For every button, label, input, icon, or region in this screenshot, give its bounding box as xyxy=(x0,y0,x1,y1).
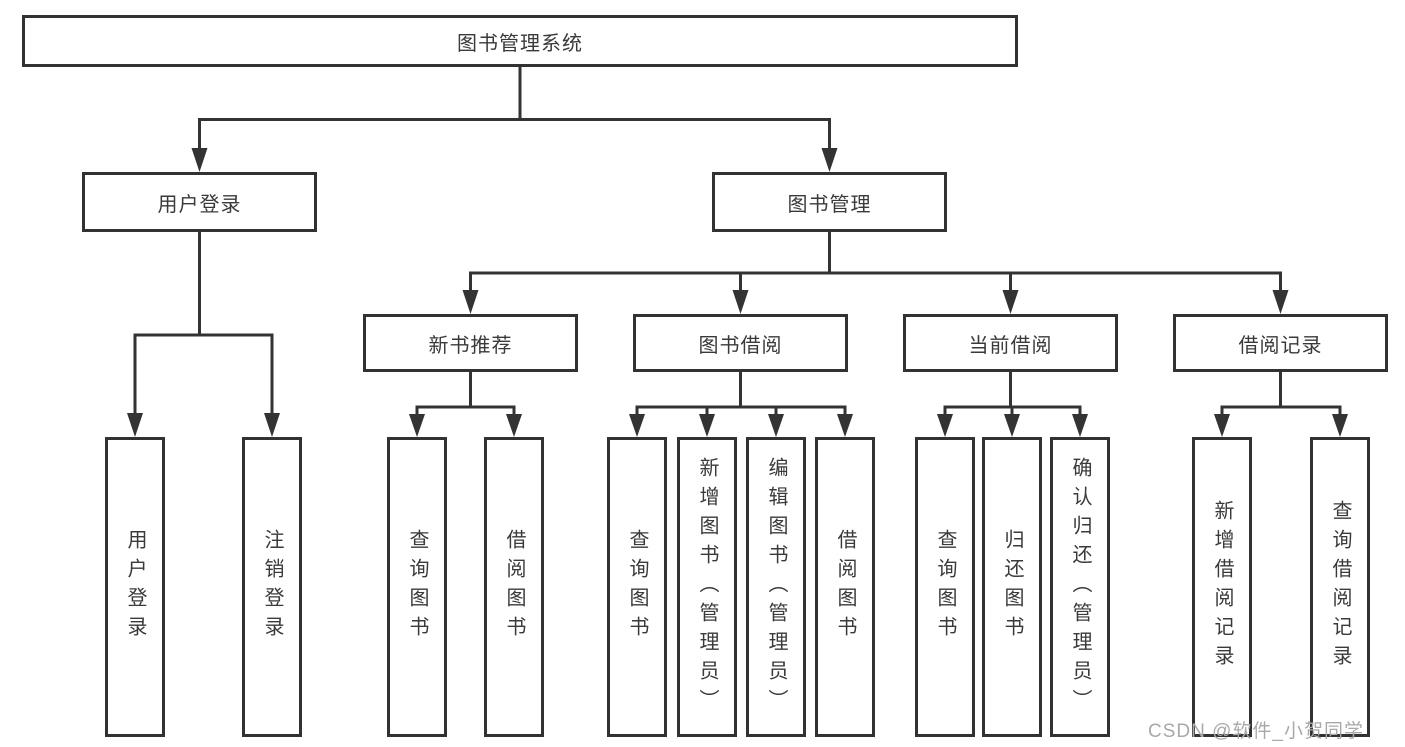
leaf-borrow-books-recommend: 借阅图书 xyxy=(484,437,544,737)
node-label: 图书借阅 xyxy=(698,334,783,357)
node-label: 用户登录 xyxy=(157,193,242,216)
leaf-label: 查询借阅记录 xyxy=(1329,500,1351,674)
leaf-query-books-borrowing: 查询图书 xyxy=(607,437,667,737)
node-label: 图书管理系统 xyxy=(457,32,583,55)
node-label: 新书推荐 xyxy=(428,334,513,357)
leaf-edit-books-admin: 编辑图书（管理员） xyxy=(746,437,806,737)
leaf-query-books-recommend: 查询图书 xyxy=(387,437,447,737)
leaf-confirm-return-admin: 确认归还（管理员） xyxy=(1050,437,1110,737)
leaf-add-books-admin: 新增图书（管理员） xyxy=(677,437,737,737)
node-new-book-recommend: 新书推荐 xyxy=(363,314,578,372)
leaf-label: 编辑图书（管理员） xyxy=(765,456,787,718)
node-user-login: 用户登录 xyxy=(82,172,317,232)
leaf-label: 查询图书 xyxy=(934,529,956,645)
leaf-label: 注销登录 xyxy=(261,529,283,645)
leaf-logout: 注销登录 xyxy=(242,437,302,737)
node-borrowing-records: 借阅记录 xyxy=(1173,314,1388,372)
leaf-label: 借阅图书 xyxy=(834,529,856,645)
leaf-query-borrow-record: 查询借阅记录 xyxy=(1310,437,1370,737)
leaf-query-books-current: 查询图书 xyxy=(915,437,975,737)
csdn-watermark: CSDN @软件_小贺同学 xyxy=(1148,721,1364,742)
leaf-label: 新增图书（管理员） xyxy=(696,456,718,718)
leaf-label: 用户登录 xyxy=(124,529,146,645)
leaf-add-borrow-record: 新增借阅记录 xyxy=(1192,437,1252,737)
leaf-label: 借阅图书 xyxy=(503,529,525,645)
node-book-management: 图书管理 xyxy=(712,172,947,232)
node-library-management-system: 图书管理系统 xyxy=(22,15,1018,67)
node-label: 当前借阅 xyxy=(968,334,1053,357)
leaf-user-login: 用户登录 xyxy=(105,437,165,737)
node-label: 图书管理 xyxy=(787,193,872,216)
leaf-label: 查询图书 xyxy=(626,529,648,645)
leaf-borrow-books: 借阅图书 xyxy=(815,437,875,737)
node-current-borrowing: 当前借阅 xyxy=(903,314,1118,372)
leaf-label: 归还图书 xyxy=(1001,529,1023,645)
arrowheads xyxy=(127,148,1348,437)
leaf-label: 新增借阅记录 xyxy=(1211,500,1233,674)
leaf-label: 确认归还（管理员） xyxy=(1069,456,1091,718)
leaf-label: 查询图书 xyxy=(406,529,428,645)
node-book-borrowing: 图书借阅 xyxy=(633,314,848,372)
leaf-return-books: 归还图书 xyxy=(982,437,1042,737)
node-label: 借阅记录 xyxy=(1238,334,1323,357)
